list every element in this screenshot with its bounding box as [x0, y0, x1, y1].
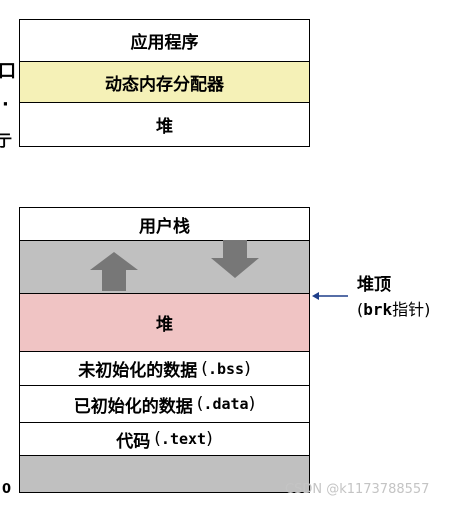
- address-zero-label: 0: [2, 482, 12, 497]
- user-stack-segment: 用户栈: [19, 207, 310, 241]
- watermark: CSDN @k1173788557: [285, 482, 430, 497]
- bottom-reserved-segment: [19, 455, 310, 493]
- edge-fragment-2: ·: [2, 94, 9, 115]
- edge-fragment-3: 亍: [0, 131, 13, 150]
- text-segment: 代码(.text): [19, 422, 310, 456]
- heap-top-label: 堆顶: [357, 275, 391, 295]
- heap-block-top: 堆: [19, 102, 310, 147]
- dynamic-allocator-block: 动态内存分配器: [19, 61, 310, 103]
- heap-segment: 堆: [19, 293, 310, 352]
- application-block: 应用程序: [19, 19, 310, 62]
- edge-fragment-1: 口: [0, 61, 16, 82]
- brk-pointer-arrow-icon: [312, 292, 348, 300]
- stack-grows-down-arrow-icon: [211, 240, 259, 278]
- unmapped-gap: [19, 240, 310, 294]
- data-segment: 已初始化的数据(.data): [19, 385, 310, 423]
- heap-grows-up-arrow-icon: [90, 252, 138, 291]
- bss-segment: 未初始化的数据(.bss): [19, 351, 310, 386]
- brk-pointer-label: (brk指针): [357, 300, 431, 319]
